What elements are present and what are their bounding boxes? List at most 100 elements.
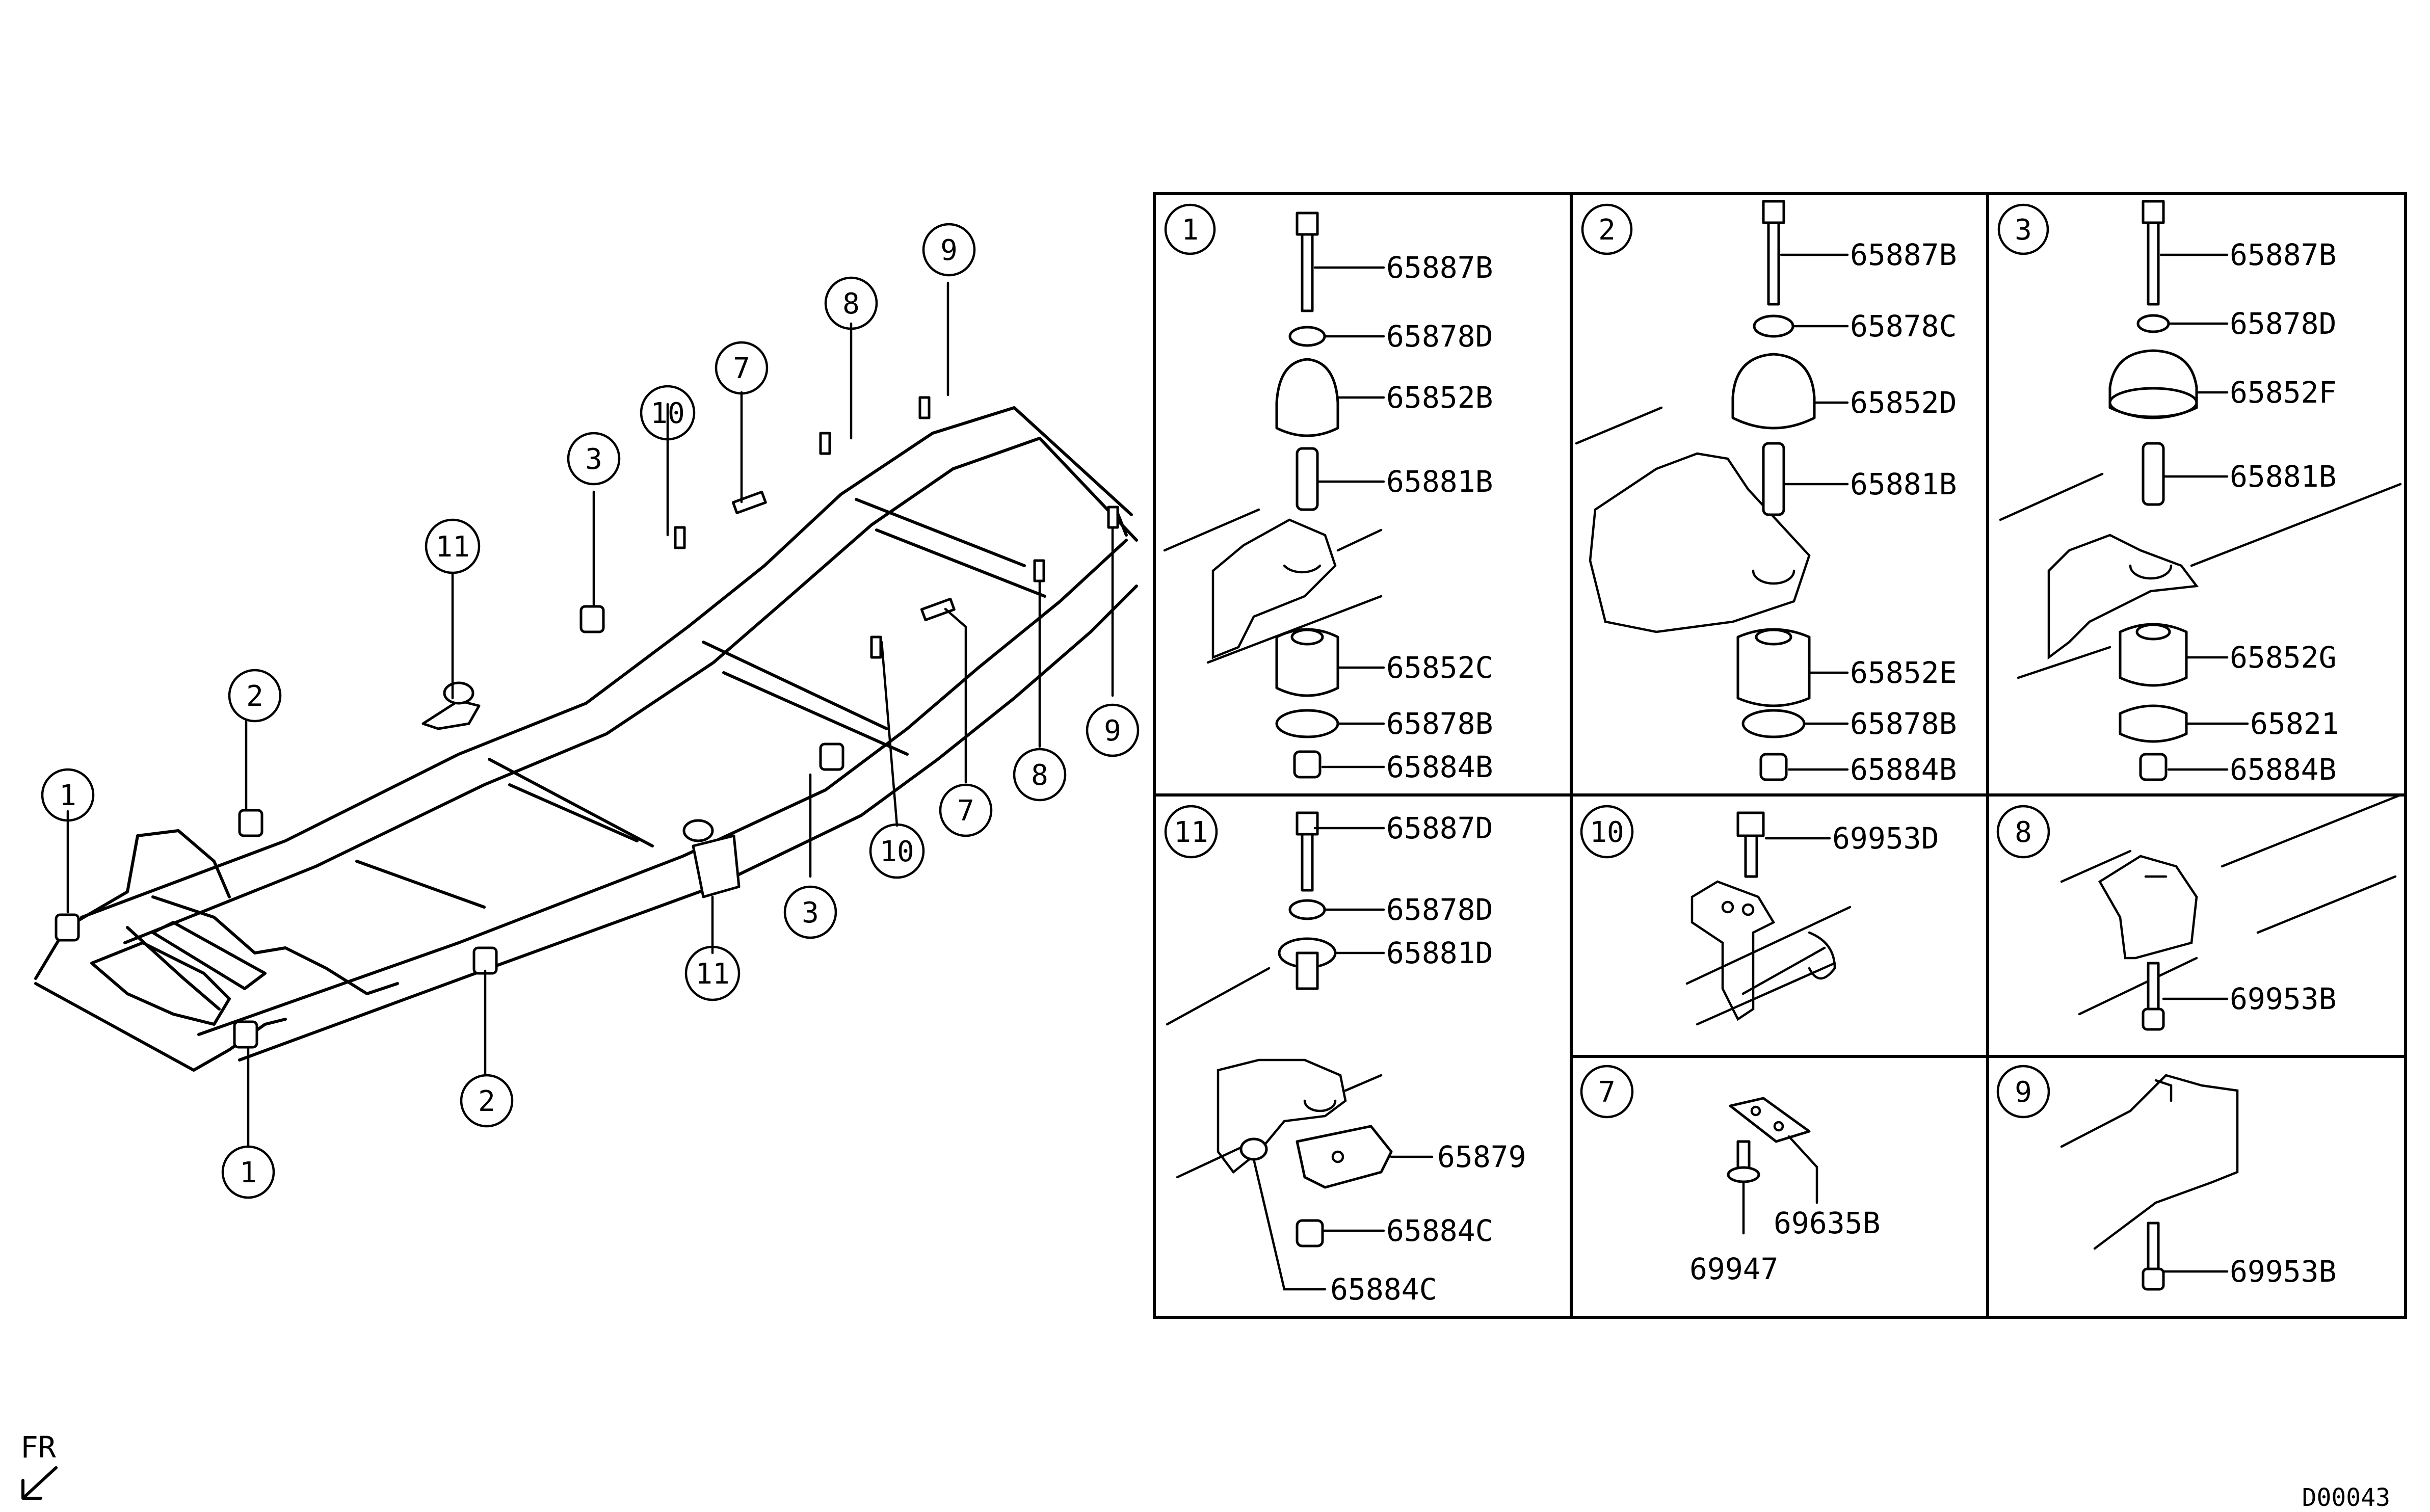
part-label: 65878D (1386, 319, 1493, 354)
callout-1-front-left: 1 (41, 768, 95, 822)
svg-text:1: 1 (59, 779, 76, 812)
part-label: 65887B (1850, 237, 1957, 272)
chassis-frame-illustration (34, 281, 1138, 1148)
part-label: 65878B (1386, 706, 1493, 741)
svg-text:11: 11 (435, 530, 469, 564)
callout-3-right: 3 (783, 885, 837, 939)
frame-crossmember-rear (855, 498, 1046, 598)
part-label: 65852C (1386, 650, 1493, 685)
frame-bolts (674, 396, 1119, 659)
mount-plate-7a (731, 490, 767, 515)
panel-9: 9 69953B (1996, 1065, 2337, 1291)
callout-1-front-right: 1 (221, 1145, 275, 1199)
svg-text:8: 8 (1031, 759, 1048, 792)
svg-text:10: 10 (650, 397, 684, 430)
part-label: 65881B (2230, 459, 2337, 494)
panel-11: 11 65887D 65878D 65881D 65879 65884C 658… (1164, 805, 1526, 1307)
svg-text:2: 2 (246, 680, 263, 713)
callout-2-left: 2 (228, 669, 282, 723)
svg-text:10: 10 (880, 835, 914, 868)
svg-text:8: 8 (842, 287, 860, 321)
callout-9-right: 9 (1086, 703, 1140, 757)
svg-text:9: 9 (2015, 1076, 2032, 1109)
frame-leader-lines (66, 281, 1114, 1148)
frame-rear-end (931, 406, 1138, 542)
part-label: 65821 (2250, 706, 2339, 741)
part-label: 69953B (2230, 1254, 2337, 1289)
svg-text:2: 2 (478, 1085, 495, 1118)
callout-7-right: 7 (939, 783, 993, 837)
callout-8-left: 8 (824, 276, 878, 330)
part-label: 65878C (1850, 309, 1957, 343)
svg-text:1: 1 (1181, 214, 1199, 247)
svg-text:7: 7 (1598, 1076, 1616, 1109)
frame-crossmember-front (126, 895, 399, 1011)
callout-8-right: 8 (1013, 748, 1067, 802)
part-label: 65887B (1386, 250, 1493, 285)
svg-text:10: 10 (1590, 816, 1624, 849)
panel-1: 1 65887B 65878D 65852B 65881B 65852C 658… (1163, 203, 1493, 784)
callout-10-left: 10 (640, 385, 696, 441)
mount-bracket-right-11 (692, 834, 741, 898)
panel-8: 8 69953B (1996, 793, 2402, 1031)
part-label: 65881B (1386, 464, 1493, 499)
front-direction-marker: FR (20, 1430, 58, 1500)
svg-text:8: 8 (2015, 816, 2032, 849)
callout-3-left: 3 (567, 432, 621, 486)
part-label: 65878D (1386, 892, 1493, 927)
part-label: 65878B (1850, 706, 1957, 741)
part-label: 65879 (1437, 1139, 1526, 1174)
part-label: 69947 (1689, 1252, 1779, 1286)
parts-detail-grid (1153, 192, 2407, 1319)
frame-front-end (34, 829, 287, 1072)
callout-2-right: 2 (460, 1074, 514, 1128)
frame-right-rail (197, 539, 1138, 1062)
panel-10: 10 69953D (1580, 805, 1939, 1026)
svg-text:7: 7 (733, 352, 750, 385)
svg-text:7: 7 (957, 794, 974, 828)
part-label: 65852B (1386, 380, 1493, 415)
svg-text:FR: FR (20, 1430, 56, 1465)
part-label: 65852D (1850, 385, 1957, 420)
callout-7-left: 7 (715, 341, 769, 395)
frame-crossmember-center (355, 758, 654, 909)
callout-10-right: 10 (869, 823, 925, 879)
part-label: 65887D (1386, 811, 1493, 845)
svg-text:11: 11 (695, 958, 729, 991)
callout-11-right: 11 (684, 945, 741, 1001)
panel-3: 3 65887B 65878D 65852F 65881B 65852G 658… (1997, 200, 2402, 787)
part-label: 69953B (2230, 982, 2337, 1016)
panel-7: 7 69635B 69947 (1580, 1065, 1881, 1286)
part-label: 65881B (1850, 467, 1957, 501)
diagram-code: D00043 (2302, 1483, 2390, 1512)
part-label: 65884B (1386, 750, 1493, 784)
svg-text:2: 2 (1598, 214, 1616, 247)
callout-9-left: 9 (922, 223, 976, 277)
svg-text:9: 9 (1104, 714, 1121, 748)
part-label: 69635B (1774, 1206, 1881, 1240)
frame-left-rail (80, 432, 955, 944)
front-arrow-icon (21, 1466, 58, 1500)
part-label: 65852F (2230, 375, 2337, 410)
svg-text:3: 3 (585, 443, 602, 476)
part-label: 65852E (1850, 655, 1957, 690)
part-label: 65884C (1386, 1213, 1493, 1248)
part-label: 65878D (2230, 306, 2337, 341)
svg-text:9: 9 (940, 234, 958, 267)
part-label: 65884C (1330, 1272, 1437, 1307)
part-label: 69953D (1832, 821, 1939, 856)
svg-text:1: 1 (240, 1156, 257, 1189)
svg-text:3: 3 (2015, 214, 2032, 247)
callout-11-left: 11 (425, 518, 481, 574)
frame-crossmember-mid (702, 641, 909, 756)
svg-text:11: 11 (1174, 816, 1208, 849)
panel-2: 2 65887B 65878C 65852D 65881B 65852E 658… (1575, 200, 1957, 787)
part-label: 65881D (1386, 936, 1493, 970)
part-label: 65887B (2230, 237, 2337, 272)
part-label: 65852G (2230, 640, 2337, 675)
part-label: 65884B (2230, 752, 2337, 787)
part-label: 65884B (1850, 752, 1957, 787)
frame-callouts: 1 1 2 2 3 3 7 7 8 8 9 9 10 10 11 11 (41, 223, 1140, 1199)
mount-plate-7b (920, 597, 956, 622)
